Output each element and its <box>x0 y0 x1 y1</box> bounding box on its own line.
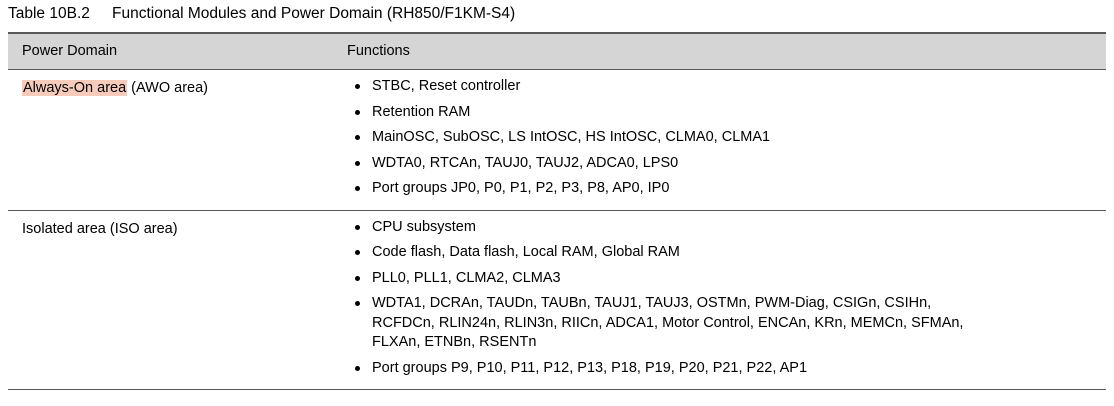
cell-power-domain: Always-On area (AWO area) <box>8 69 340 211</box>
cell-power-domain: Isolated area (ISO area) <box>8 210 340 390</box>
list-item-line: Port groups P9, P10, P11, P12, P13, P18,… <box>372 359 808 376</box>
list-item: Port groups P9, P10, P11, P12, P13, P18,… <box>347 359 1100 379</box>
power-domain-awo-suffix: (AWO area) <box>127 80 208 96</box>
list-item: WDTA0, RTCAn, TAUJ0, TAUJ2, ADCA0, LPS0 <box>347 154 1100 174</box>
cell-functions: STBC, Reset controller Retention RAM Mai… <box>340 69 1106 211</box>
list-item-line: STBC, Reset controller <box>372 78 521 94</box>
power-domain-awo: Always-On area (AWO area) <box>8 70 340 110</box>
list-item-line: WDTA1, DCRAn, TAUDn, TAUBn, TAUJ1, TAUJ3… <box>372 295 932 311</box>
functions-list-iso: CPU subsystem Code flash, Data flash, Lo… <box>347 218 1100 379</box>
list-item-line: WDTA0, RTCAn, TAUJ0, TAUJ2, ADCA0, LPS0 <box>372 154 679 171</box>
functions-list-awo: STBC, Reset controller Retention RAM Mai… <box>347 77 1100 199</box>
list-item-line: FLXAn, ETNBn, RSENTn <box>372 334 537 350</box>
functional-modules-table: Power Domain Functions Always-On area (A… <box>8 32 1106 390</box>
table-row: Isolated area (ISO area) CPU subsystem C… <box>8 210 1106 390</box>
column-header-functions: Functions <box>340 32 1106 70</box>
table-header-row: Power Domain Functions <box>8 32 1106 70</box>
list-item-line: Port groups JP0, P0, P1, P2, P3, P8, AP0… <box>372 180 670 196</box>
table-row: Always-On area (AWO area) STBC, Reset co… <box>8 69 1106 211</box>
list-item-line: PLL0, PLL1, CLMA2, CLMA3 <box>372 269 561 286</box>
list-item: STBC, Reset controller <box>347 77 1100 97</box>
list-item: Retention RAM <box>347 103 1100 123</box>
list-item: PLL0, PLL1, CLMA2, CLMA3 <box>347 269 1100 289</box>
column-header-power-domain: Power Domain <box>8 32 340 70</box>
table-header: Power Domain Functions <box>8 32 1106 70</box>
list-item-line: Code flash, Data flash, Local RAM, Globa… <box>372 244 680 260</box>
table-caption: Table 10B.2 Functional Modules and Power … <box>8 4 1106 24</box>
list-item-line: MainOSC, SubOSC, LS IntOSC, HS IntOSC, C… <box>372 129 771 145</box>
table-caption-label: Table 10B.2 <box>8 5 90 22</box>
list-item-line: Retention RAM <box>372 103 471 120</box>
list-item: Port groups JP0, P0, P1, P2, P3, P8, AP0… <box>347 179 1100 199</box>
table-body: Always-On area (AWO area) STBC, Reset co… <box>8 69 1106 390</box>
list-item: Code flash, Data flash, Local RAM, Globa… <box>347 243 1100 263</box>
table-caption-title: Functional Modules and Power Domain (RH8… <box>112 5 516 22</box>
list-item: WDTA1, DCRAn, TAUDn, TAUBn, TAUJ1, TAUJ3… <box>347 294 1100 353</box>
power-domain-iso: Isolated area (ISO area) <box>22 220 178 237</box>
cell-functions: CPU subsystem Code flash, Data flash, Lo… <box>340 210 1106 390</box>
list-item-line: CPU subsystem <box>372 218 476 235</box>
list-item-line: RCFDCn, RLIN24n, RLIN3n, RIICn, ADCA1, M… <box>372 314 964 331</box>
list-item: CPU subsystem <box>347 218 1100 238</box>
highlighted-term-always-on-area: Always-On area <box>22 80 128 96</box>
list-item: MainOSC, SubOSC, LS IntOSC, HS IntOSC, C… <box>347 128 1100 148</box>
